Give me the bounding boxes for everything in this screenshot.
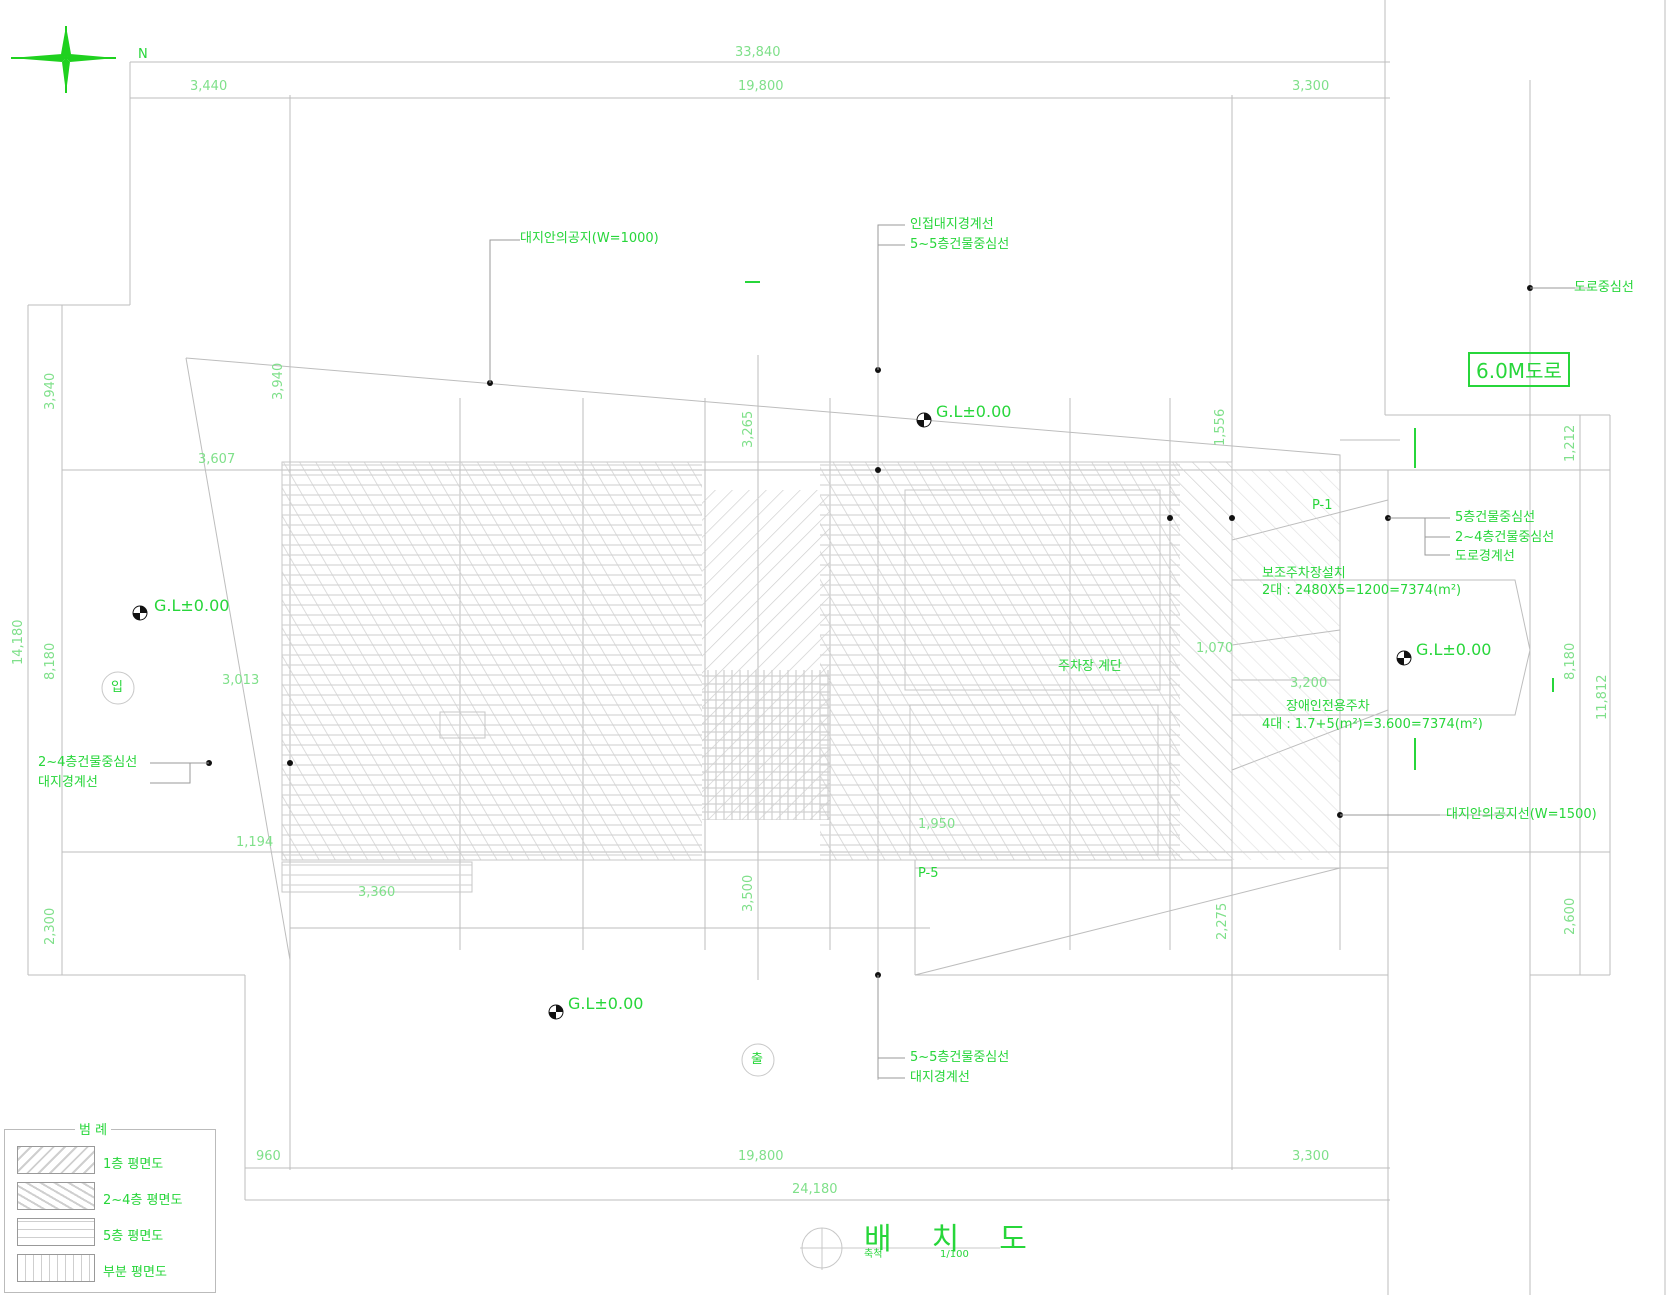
dim-3200: 3,200 [1290,676,1328,691]
label-parking-2: 2대 : 2480X5=1200=7374(m²) [1262,583,1462,598]
label-road-boundary: 도로경계선 [1455,549,1515,564]
dim-bottom-total: 24,180 [792,1182,838,1197]
dim-3360: 3,360 [358,885,396,900]
dim-1070: 1,070 [1196,641,1234,656]
label-building-center-bottom: 5~5층건물중심선 [910,1050,1010,1065]
label-main-parking: 주차장 계단 [1058,659,1122,674]
label-gl-left: G.L±0.00 [154,596,230,615]
dim-right-bottom: 2,600 [1563,897,1578,935]
leader-dots [206,285,1533,978]
dim-3940: 3,940 [271,362,286,400]
dim-3500: 3,500 [741,874,756,912]
label-green-strip-top: 대지안의공지(W=1000) [520,231,659,246]
dim-right-top: 1,212 [1563,424,1578,462]
dim-3607: 3,607 [198,452,236,467]
legend-item-partial: 부분 평면도 [17,1254,207,1282]
label-p5: P-5 [918,866,939,881]
label-5f-center: 5층건물중심선 [1455,510,1536,525]
label-site-boundary-left: 대지경계선 [38,775,98,790]
label-2-4f-center-left: 2~4층건물중심선 [38,755,138,770]
label-green-strip-right: 대지안의공지선(W=1500) [1446,807,1597,822]
legend-label-5f: 5층 평면도 [103,1229,164,1244]
label-gl-top: G.L±0.00 [936,402,1012,421]
leader-lines [150,224,1575,1079]
dim-1950: 1,950 [918,817,956,832]
label-adjacent-boundary: 인접대지경계선 [910,217,994,232]
drawing-title: 배치도 [864,1222,1067,1257]
legend-swatch-5f [17,1218,95,1246]
legend-label-1f: 1층 평면도 [103,1157,164,1172]
dim-3265: 3,265 [741,410,756,448]
dim-top-right: 3,300 [1292,79,1330,94]
level-markers [132,412,1412,1020]
legend-label-2-4f: 2~4층 평면도 [103,1193,183,1208]
label-north: N [138,47,148,62]
dim-top-left: 3,440 [190,79,228,94]
legend-item-1f: 1층 평면도 [17,1146,207,1174]
dim-left-overall: 14,180 [11,619,26,666]
dim-top-total: 33,840 [735,45,781,60]
setback-ticks [745,281,1554,770]
dim-bottom-left: 960 [256,1149,281,1164]
north-arrow-icon [11,26,116,93]
scale-value: 1/100 [940,1249,969,1260]
label-entrance-left: 입 [111,680,123,695]
legend-swatch-2-4f [17,1182,95,1210]
dim-1556: 1,556 [1213,408,1228,446]
dim-top-mid: 19,800 [738,79,784,94]
label-building-center-top: 5~5층건물중심선 [910,237,1010,252]
scale-label: 축척 [864,1249,883,1260]
label-2-4f-center: 2~4층건물중심선 [1455,530,1555,545]
label-gl-bottom: G.L±0.00 [568,994,644,1013]
legend-item-5f: 5층 평면도 [17,1218,207,1246]
legend: 범 례 1층 평면도 2~4층 평면도 5층 평면도 부분 평면도 [4,1124,216,1293]
label-p1: P-1 [1312,498,1333,513]
dim-right-overall: 11,812 [1595,674,1610,721]
dim-left-mid: 8,180 [43,642,58,680]
dim-2275: 2,275 [1215,902,1230,940]
label-road-center: 도로중심선 [1574,280,1634,295]
dim-right-mid: 8,180 [1563,642,1578,680]
label-gl-right: G.L±0.00 [1416,640,1492,659]
legend-swatch-1f [17,1146,95,1174]
entrance-markers [101,671,1000,1270]
dim-3013: 3,013 [222,673,260,688]
dim-bottom-right: 3,300 [1292,1149,1330,1164]
building-footprint [281,461,1340,893]
legend-swatch-partial [17,1254,95,1282]
dim-left-bottom: 2,300 [43,907,58,945]
legend-title: 범 례 [75,1124,112,1137]
label-parking-3: 장애인전용주차 [1286,699,1370,714]
label-site-boundary-bottom: 대지경계선 [910,1070,970,1085]
legend-label-partial: 부분 평면도 [103,1265,167,1280]
label-entrance-bottom: 출 [751,1052,763,1067]
label-parking-1: 보조주차장설치 [1262,566,1346,581]
label-road-width: 6.0M도로 [1468,352,1570,387]
dim-left-top: 3,940 [43,372,58,410]
legend-item-2-4f: 2~4층 평면도 [17,1182,207,1210]
dim-bottom-mid: 19,800 [738,1149,784,1164]
dim-1194: 1,194 [236,835,274,850]
label-parking-4: 4대 : 1.7+5(m²)=3.600=7374(m²) [1262,717,1483,732]
